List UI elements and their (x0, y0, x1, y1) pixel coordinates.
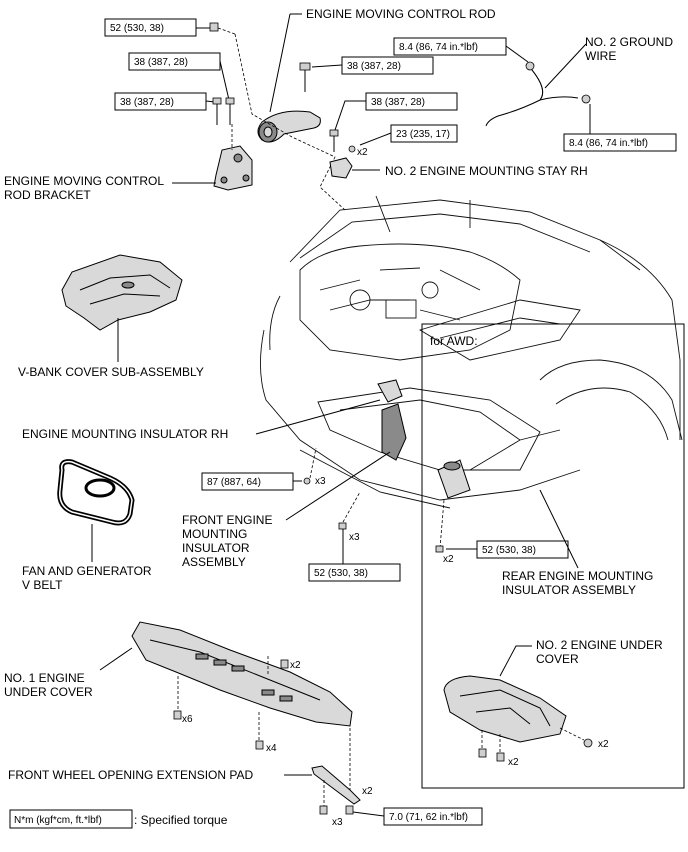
label-rear-mounting-2: INSULATOR ASSEMBLY (502, 583, 636, 597)
label-for-awd: for AWD: (430, 334, 478, 348)
bolt-icon (212, 97, 235, 125)
bolt-icon (338, 491, 361, 564)
torque-callout-38-c: 38 (387, 28) (114, 92, 216, 111)
label-front-mounting-2: MOUNTING (182, 527, 247, 541)
svg-text:7.0 (71, 62 in.*lbf): 7.0 (71, 62 in.*lbf) (389, 812, 468, 823)
label-v-bank-cover: V-BANK COVER SUB-ASSEMBLY (18, 365, 204, 379)
no1-engine-under-cover (131, 621, 353, 727)
awd-panel (421, 323, 685, 789)
legend: N*m (kgf*cm, ft.*lbf) : Specified torque (9, 809, 228, 829)
label-engine-moving-control-rod: ENGINE MOVING CONTROL ROD (306, 7, 496, 21)
label-no2-mounting-stay: NO. 2 ENGINE MOUNTING STAY RH (385, 164, 588, 178)
no2-engine-under-cover (443, 675, 585, 752)
label-v-belt-1: FAN AND GENERATOR (22, 564, 152, 578)
vehicle-front-outline (259, 195, 683, 509)
torque-callout-87: 87 (887, 64) (201, 447, 317, 491)
qty-stay-x2: x2 (357, 147, 368, 158)
qty-cover-x2: x2 (290, 660, 301, 671)
bolt-icon (173, 656, 351, 790)
qty-awd-x2: x2 (443, 554, 454, 565)
label-no1-under-cover-1: NO. 1 ENGINE (4, 671, 85, 685)
no2-ground-wire (485, 43, 591, 127)
torque-callout-84-a: 8.4 (86, 74 in.*lbf) (393, 37, 529, 63)
svg-text:38 (387, 28): 38 (387, 28) (371, 97, 425, 108)
svg-text:87 (887, 64): 87 (887, 64) (207, 477, 261, 488)
bolt-icon (329, 129, 356, 153)
label-front-mounting-1: FRONT ENGINE (182, 513, 272, 527)
torque-callout-38-d: 38 (387, 28) (334, 92, 458, 131)
svg-text:23 (235, 17): 23 (235, 17) (396, 129, 450, 140)
torque-callout-52-front: 52 (530, 38) (308, 563, 401, 582)
torque-callout-38-b: 38 (387, 28) (311, 56, 434, 75)
label-front-mounting-4: ASSEMBLY (182, 555, 246, 569)
label-rear-mounting-1: REAR ENGINE MOUNTING (502, 569, 653, 583)
torque-callout-38-a: 38 (387, 28) (128, 52, 230, 101)
label-no1-under-cover-2: UNDER COVER (4, 685, 93, 699)
qty-pad-x2: x2 (362, 786, 373, 797)
bolt-icon (209, 22, 236, 35)
label-no2-ground-wire-2: WIRE (585, 49, 616, 63)
svg-text:8.4 (86, 74 in.*lbf): 8.4 (86, 74 in.*lbf) (399, 42, 478, 53)
engine-moving-control-rod (257, 13, 321, 143)
fan-generator-v-belt (57, 459, 135, 562)
label-front-mounting-3: INSULATOR (182, 541, 250, 555)
engine-mounting-insulator-rh (377, 379, 407, 461)
qty-cover-x4: x4 (266, 743, 277, 754)
legend-text: : Specified torque (134, 813, 228, 827)
label-no2-under-cover-1: NO. 2 ENGINE UNDER (536, 638, 663, 652)
qty-front-x3: x3 (349, 532, 360, 543)
label-rod-bracket-1: ENGINE MOVING CONTROL (4, 174, 164, 188)
svg-text:8.4 (86, 74 in.*lbf): 8.4 (86, 74 in.*lbf) (569, 138, 648, 149)
legend-unit: N*m (kgf*cm, ft.*lbf) (14, 815, 102, 826)
rear-engine-mounting-insulator (437, 429, 561, 549)
qty-no2-x2-b: x2 (598, 739, 609, 750)
label-front-wheel-opening-pad: FRONT WHEEL OPENING EXTENSION PAD (8, 768, 253, 782)
svg-text:38 (387, 28): 38 (387, 28) (120, 97, 174, 108)
label-no2-ground-wire-1: NO. 2 GROUND (585, 35, 673, 49)
svg-text:52 (530, 38): 52 (530, 38) (482, 545, 536, 556)
torque-callout-52-awd: 52 (530, 38) (446, 540, 569, 559)
torque-callout-84-b: 8.4 (86, 74 in.*lbf) (563, 104, 677, 152)
label-rod-bracket-2: ROD BRACKET (4, 188, 91, 202)
label-engine-mounting-insulator-rh: ENGINE MOUNTING INSULATOR RH (22, 427, 228, 441)
bolt-icon (478, 738, 593, 762)
torque-callout-23: 23 (235, 17) (359, 124, 458, 146)
no2-engine-mounting-stay-rh (329, 157, 353, 179)
label-no2-under-cover-2: COVER (536, 652, 579, 666)
svg-text:52 (530, 38): 52 (530, 38) (314, 568, 368, 579)
bolt-icon (435, 545, 444, 553)
svg-text:52 (530, 38): 52 (530, 38) (110, 23, 164, 34)
svg-text:38 (387, 28): 38 (387, 28) (134, 57, 188, 68)
front-wheel-opening-extension-pad (311, 765, 361, 815)
v-bank-cover (61, 254, 183, 362)
qty-cover-x6: x6 (182, 714, 193, 725)
qty-pad-x3: x3 (332, 817, 343, 828)
engine-moving-control-rod-bracket (213, 145, 253, 191)
svg-text:38 (387, 28): 38 (387, 28) (347, 61, 401, 72)
torque-callout-70: 7.0 (71, 62 in.*lbf) (352, 807, 483, 826)
qty-87-x3: x3 (315, 476, 326, 487)
label-v-belt-2: V BELT (22, 578, 63, 592)
torque-callout-52-top: 52 (530, 38) (104, 18, 212, 37)
bolt-icon (299, 62, 311, 92)
qty-no2-x2-a: x2 (508, 757, 519, 768)
